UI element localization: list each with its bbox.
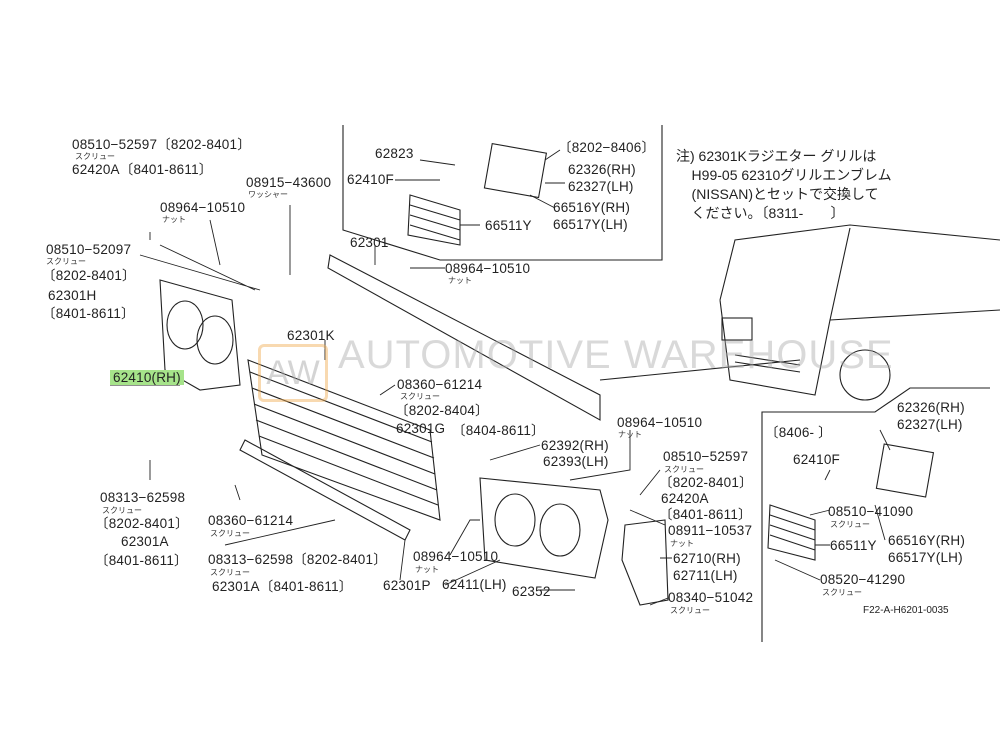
part-type: ナット [162, 215, 186, 224]
part-label: 62411(LH) [442, 577, 507, 592]
headlamp-housing-lh [479, 477, 609, 579]
part-type: ナット [415, 565, 439, 574]
note-text: 注) 62301Kラジエター グリルは H99-05 62310グリルエンブレム… [676, 148, 892, 221]
part-type: スクリュー [102, 506, 142, 515]
part-label: 62393(LH) [543, 454, 609, 469]
part-type: スクリュー [400, 392, 440, 401]
part-label: 62410F [347, 172, 394, 187]
part-label: 62420A [661, 491, 709, 506]
part-label: 62301G [396, 421, 446, 436]
part-label: 08313−62598〔8202-8401〕 [208, 552, 387, 567]
part-type: ナット [448, 276, 472, 285]
louver-lower [767, 504, 816, 561]
part-label: 08964−10510 [445, 261, 531, 276]
part-label: 62710(RH) [673, 551, 741, 566]
part-type: スクリュー [822, 588, 862, 597]
diagram-code: F22-A-H6201-0035 [863, 605, 949, 616]
part-type: スクリュー [210, 568, 250, 577]
part-label: 08520−41290 [820, 572, 906, 587]
inset-box-lower [761, 387, 990, 642]
part-label: 66511Y [485, 218, 532, 233]
part-label: 08340−51042 [668, 590, 754, 605]
part-label: 08313−62598 [100, 490, 186, 505]
part-label: 08911−10537 [668, 523, 753, 538]
part-label: 〔8406- 〕 [765, 425, 832, 440]
part-label: 〔8401-8611〕 [95, 553, 188, 568]
part-label: 62410F [793, 452, 840, 467]
part-label: 〔8202-8404〕 [395, 403, 489, 418]
part-type: ワッシャー [248, 190, 288, 199]
part-type: スクリュー [46, 257, 86, 266]
part-type: ナット [670, 539, 694, 548]
watermark-text: AUTOMOTIVE WAREHOUSE [338, 333, 894, 377]
part-label: 62301H [48, 288, 97, 303]
part-label: 〔8202-8401〕 [659, 475, 753, 490]
part-type: スクリュー [670, 606, 710, 615]
part-label: 〔8401-8611〕 [659, 507, 752, 522]
part-label: 62711(LH) [673, 568, 738, 583]
part-label: 62326(RH) [568, 162, 636, 177]
callout-arrow [599, 359, 801, 381]
truck-illustration [719, 224, 1000, 401]
headlamp-housing-rh [159, 279, 241, 391]
leader-lines [110, 149, 891, 606]
part-label: 66517Y(LH) [553, 217, 628, 232]
highlighted-part-text: 62410(RH) [110, 370, 184, 385]
part-label: 66516Y(RH) [888, 533, 966, 548]
part-label: 62327(LH) [897, 417, 963, 432]
part-label: 〔8202-8401〕 [42, 268, 136, 283]
part-label: 08360−61214 [397, 377, 483, 392]
part-label: 66516Y(RH) [553, 200, 631, 215]
part-type: ナット [618, 430, 642, 439]
part-label: 08964−10510 [413, 549, 499, 564]
headlamp-bezel-upper [483, 143, 548, 199]
louver-upper [407, 194, 461, 246]
part-label: 〔8202−8406〕 [558, 140, 656, 155]
part-type: スクリュー [830, 520, 870, 529]
part-label: 66517Y(LH) [888, 550, 963, 565]
part-label: 08360−61214 [208, 513, 294, 528]
part-label: 66511Y [830, 538, 877, 553]
part-label: 08510−52597 [663, 449, 749, 464]
inset-box-upper [342, 125, 663, 261]
part-label: 62301A [121, 534, 169, 549]
part-type: スクリュー [210, 529, 250, 538]
part-label: 08964−10510 [160, 200, 246, 215]
part-label: 62420A〔8401-8611〕 [72, 162, 213, 177]
part-label: 08964−10510 [617, 415, 703, 430]
part-label: 62301P [383, 578, 431, 593]
part-label: 〔8202-8401〕 [95, 516, 189, 531]
part-label: 62301 [350, 235, 389, 250]
part-label: 〔8401-8611〕 [42, 306, 135, 321]
part-label: 62326(RH) [897, 400, 965, 415]
part-label: 〔8404-8611〕 [452, 423, 545, 438]
watermark-logo: AW [258, 344, 328, 402]
part-label: 62823 [375, 146, 414, 161]
part-type: スクリュー [664, 465, 704, 474]
part-label: 08510−52097 [46, 242, 132, 257]
corner-lamp [621, 519, 669, 606]
upper-panel [327, 254, 601, 421]
part-label: 08915−43600 [246, 175, 332, 190]
part-label: 62301K [287, 328, 335, 343]
part-label: 62392(RH) [541, 438, 609, 453]
part-label: 08510−41090 [828, 504, 914, 519]
highlighted-part-label[interactable]: 62410(RH) [110, 370, 184, 385]
part-label: 62327(LH) [568, 179, 634, 194]
part-label: 62352 [512, 584, 551, 599]
part-label: 08510−52597〔8202-8401〕 [72, 137, 251, 152]
part-label: 62301A〔8401-8611〕 [212, 579, 353, 594]
headlamp-bezel-lower [875, 443, 935, 498]
radiator-grille [247, 359, 441, 521]
part-type: スクリュー [75, 152, 115, 161]
